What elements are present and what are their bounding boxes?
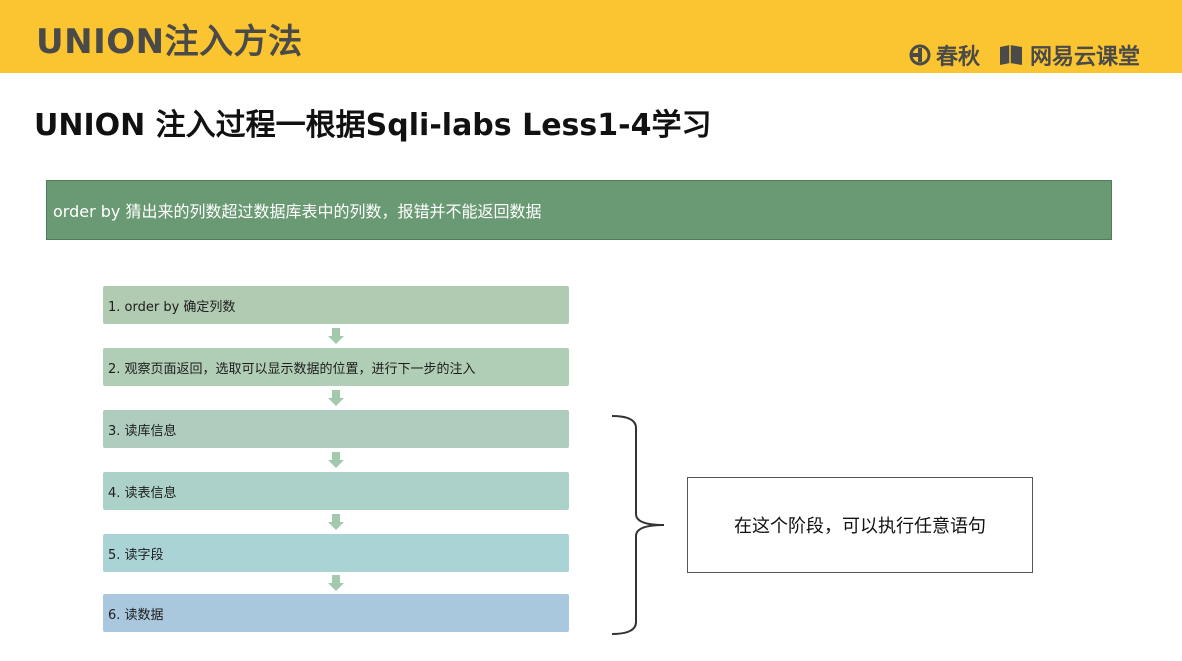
chunqiu-logo-text: 春秋 [936, 45, 981, 70]
down-arrow-icon [328, 328, 344, 344]
step-label: 3. 读库信息 [108, 423, 177, 439]
down-arrow-icon [328, 575, 344, 591]
step-read-database: 3. 读库信息 [103, 410, 569, 448]
order-by-note-banner: order by 猜出来的列数超过数据库表中的列数，报错并不能返回数据 [46, 180, 1112, 240]
netease-cloud-classroom-logo: 网易云课堂 [998, 40, 1140, 70]
book-icon [1000, 45, 1022, 65]
step-read-data: 6. 读数据 [103, 594, 569, 632]
banner-text: order by 猜出来的列数超过数据库表中的列数，报错并不能返回数据 [53, 202, 542, 221]
down-arrow-icon [328, 390, 344, 406]
stage-note-text: 在这个阶段，可以执行任意语句 [734, 516, 986, 537]
step-label: 1. order by 确定列数 [108, 299, 236, 315]
step-label: 4. 读表信息 [108, 485, 177, 501]
header-bar: UNION注入方法 春秋 网易云课堂 [0, 0, 1182, 73]
step-label: 6. 读数据 [108, 607, 164, 623]
page-title: UNION注入方法 [36, 22, 303, 62]
chunqiu-logo-icon [909, 44, 931, 66]
step-label: 5. 读字段 [108, 547, 164, 563]
slide-subtitle: UNION 注入过程一根据Sqli-labs Less1-4学习 [34, 108, 712, 143]
step-label: 2. 观察页面返回，选取可以显示数据的位置，进行下一步的注入 [108, 361, 476, 377]
right-curly-brace [611, 415, 665, 635]
down-arrow-icon [328, 514, 344, 530]
netease-logo-text: 网易云课堂 [1030, 45, 1141, 70]
step-read-fields: 5. 读字段 [103, 534, 569, 572]
step-observe-page: 2. 观察页面返回，选取可以显示数据的位置，进行下一步的注入 [103, 348, 569, 386]
step-order-by: 1. order by 确定列数 [103, 286, 569, 324]
down-arrow-icon [328, 452, 344, 468]
chunqiu-logo: 春秋 [908, 40, 980, 70]
stage-note-box: 在这个阶段，可以执行任意语句 [687, 477, 1033, 573]
step-read-table: 4. 读表信息 [103, 472, 569, 510]
